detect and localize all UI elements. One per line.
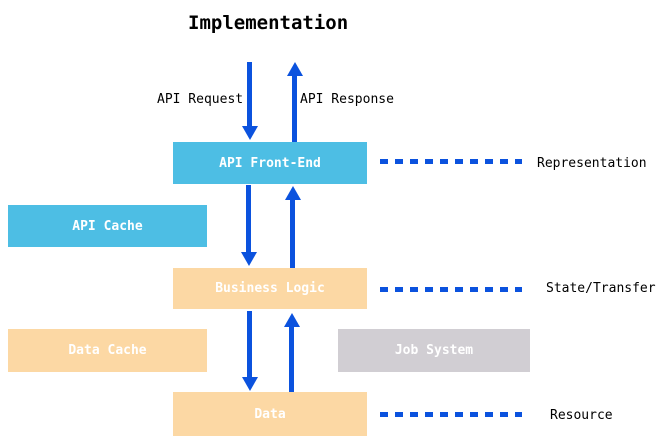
state-transfer-label: State/Transfer [546,281,656,296]
logic-to-data-arrow [242,311,258,391]
state-transfer-dashed-line [380,287,522,292]
business-logic-box: Business Logic [173,268,367,309]
arrow-up-icon [284,313,300,327]
data-to-logic-arrow [284,313,300,393]
arrow-up-icon [285,186,301,200]
arrow-shaft [289,324,294,393]
job-system-box: Job System [338,329,530,372]
api-response-label: API Response [300,92,394,107]
arrow-shaft [246,185,251,255]
arrow-shaft [290,197,295,268]
arrow-shaft [292,73,297,142]
arrow-down-icon [241,252,257,266]
representation-label: Representation [537,156,647,171]
representation-dashed-line [380,159,522,164]
resource-dashed-line [380,412,522,417]
logic-to-frontend-arrow [285,186,301,268]
arrow-shaft [247,62,252,129]
api-front-end-box: API Front-End [173,142,367,184]
frontend-to-logic-arrow [241,185,257,266]
data-cache-box: Data Cache [8,329,207,372]
api-request-arrow [242,62,258,140]
data-box: Data [173,392,367,436]
diagram-title: Implementation [188,12,349,34]
api-response-arrow [287,62,303,142]
arrow-down-icon [242,126,258,140]
api-request-label: API Request [157,92,244,107]
api-cache-box: API Cache [8,205,207,247]
resource-label: Resource [550,408,613,423]
arrow-up-icon [287,62,303,76]
arrow-down-icon [242,377,258,391]
arrow-shaft [247,311,252,380]
